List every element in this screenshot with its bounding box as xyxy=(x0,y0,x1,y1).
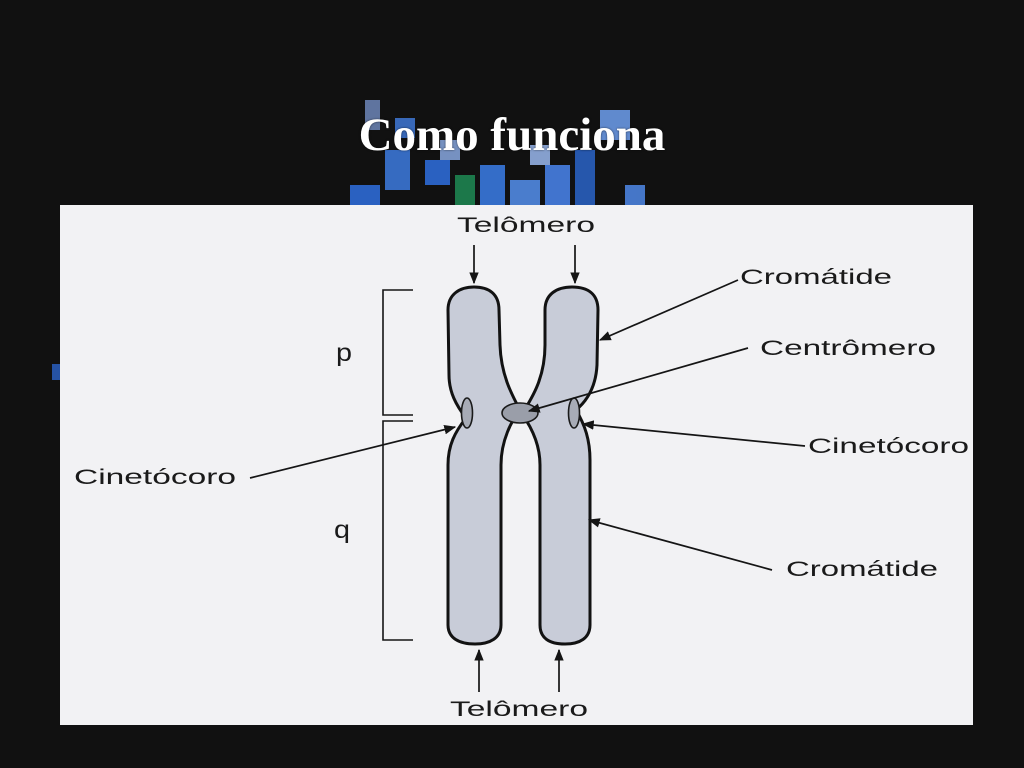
chromatid-left xyxy=(446,285,522,646)
slide-title: Como funciona xyxy=(358,109,666,161)
decor-pixel xyxy=(385,150,410,190)
decor-pixel xyxy=(395,118,415,138)
label-telomere-bottom: Telômero xyxy=(450,698,588,721)
centromere-arrow xyxy=(527,347,749,413)
decor-pixel xyxy=(480,165,505,205)
decor-pixel xyxy=(600,110,630,140)
label-telomere-top: Telômero xyxy=(457,214,595,237)
kinetochore-left-arrow xyxy=(249,424,457,479)
kinetochore-right-arrow xyxy=(581,420,806,447)
chromatid-top-arrow xyxy=(598,279,739,341)
label-chromatid-bottom: Cromátide xyxy=(786,558,938,581)
decor-pixel xyxy=(455,175,475,205)
decor-pixel xyxy=(350,185,380,205)
kinetochore-left-shape xyxy=(460,397,474,429)
label-arm-q: q xyxy=(334,516,350,544)
decor-pixel xyxy=(425,160,450,185)
arm-p-bracket xyxy=(382,289,413,416)
label-kinetochore-right: Cinetócoro xyxy=(808,435,969,458)
chromatid-right xyxy=(520,285,600,646)
decor-pixel xyxy=(52,364,60,380)
kinetochore-right-shape xyxy=(567,397,581,429)
label-centromere: Centrômero xyxy=(760,337,936,360)
decor-pixel xyxy=(530,145,550,165)
label-chromatid-top: Cromátide xyxy=(740,266,892,289)
arm-q-bracket xyxy=(382,420,413,641)
centromere-shape xyxy=(501,402,539,424)
chromatid-bottom-arrow xyxy=(587,518,773,571)
decor-pixel xyxy=(575,150,595,205)
diagram-panel xyxy=(60,205,973,725)
decor-pixel xyxy=(510,180,540,205)
decor-pixel xyxy=(545,165,570,205)
decor-pixel xyxy=(440,140,460,160)
label-arm-p: p xyxy=(336,339,352,367)
decor-pixel xyxy=(625,185,645,205)
decor-pixel xyxy=(365,100,380,130)
label-kinetochore-left: Cinetócoro xyxy=(74,466,236,489)
